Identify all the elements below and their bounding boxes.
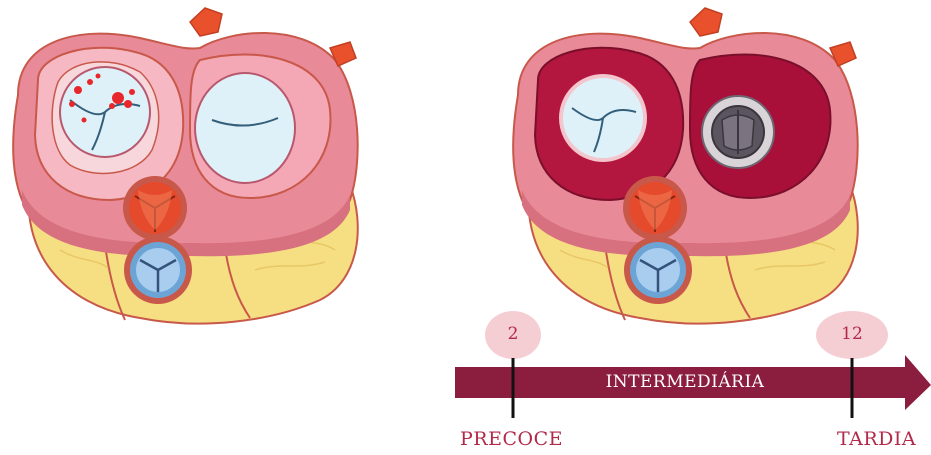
late-label: TARDIA	[837, 428, 916, 450]
early-marker-value: 2	[493, 324, 533, 344]
intermediate-label: INTERMEDIÁRIA	[560, 372, 810, 392]
heart-valves-native-illustration	[13, 8, 358, 324]
early-label: PRECOCE	[460, 428, 563, 450]
late-marker-value: 12	[822, 324, 882, 344]
heart-valves-prosthetic-illustration	[513, 8, 858, 324]
